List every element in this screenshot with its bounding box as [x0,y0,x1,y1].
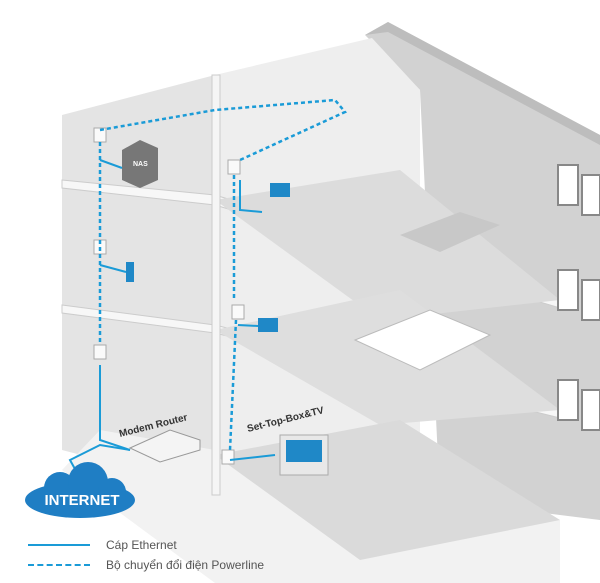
windows [557,164,600,431]
legend-powerline: Bộ chuyển đổi điện Powerline [28,558,264,572]
floor-room-top [215,170,560,320]
sofa [400,212,500,252]
tv-screen [286,440,322,462]
legend-ethernet-label: Cáp Ethernet [106,538,177,552]
nas-label: NAS [133,161,148,168]
powerline-adapters [93,127,245,465]
internet-label: INTERNET [45,492,120,509]
modem-router [128,429,201,463]
monitor [258,318,278,332]
divider-wall [211,74,221,496]
adapter-blue [126,262,134,282]
powerline-links [98,98,348,451]
nas-device [122,140,158,188]
bed [353,309,492,371]
dashed-line-icon [28,564,90,566]
legend-powerline-label: Bộ chuyển đổi điện Powerline [106,558,265,572]
internet-cloud [25,462,135,518]
legend-ethernet: Cáp Ethernet [28,538,177,552]
monitor-top [270,183,290,197]
solid-line-icon [28,544,90,546]
ethernet-cables [68,159,276,479]
floor-room-middle [215,290,560,425]
